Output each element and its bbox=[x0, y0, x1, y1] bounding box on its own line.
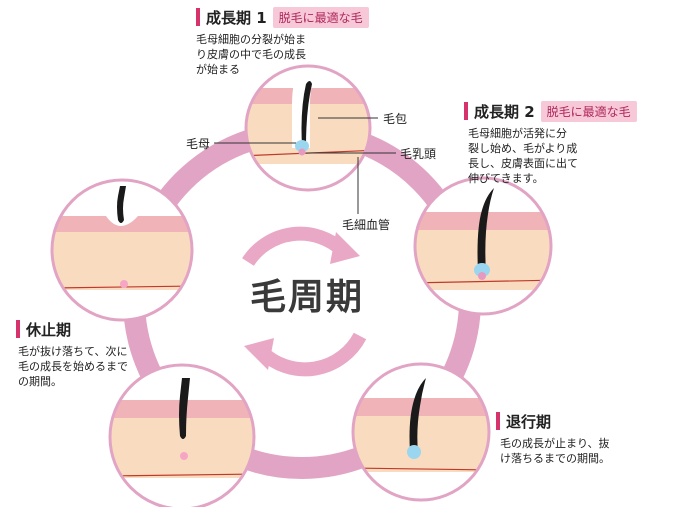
label-hair-matrix: 毛母 bbox=[186, 137, 211, 151]
stage-anagen1-badge: 脱毛に最適な毛 bbox=[272, 6, 369, 28]
stage-telogen-desc: 毛が抜け落ちて、次に 毛の成長を始めるまで の期間。 bbox=[18, 345, 128, 388]
stage-marker bbox=[16, 320, 20, 338]
stage-anagen2-title: 成長期 2 bbox=[474, 102, 535, 121]
stage-anagen1-header: 成長期 1 脱毛に最適な毛 bbox=[196, 6, 369, 28]
stage-marker bbox=[464, 102, 468, 120]
stage-anagen2-desc: 毛母細胞が活発に分 裂し始め、毛がより成 長し、皮膚表面に出て 伸びてきます。 bbox=[468, 127, 578, 185]
skin-panel-telogen-late bbox=[110, 365, 254, 507]
stage-anagen1-title: 成長期 1 bbox=[206, 8, 267, 27]
skin-panel-anagen2 bbox=[415, 178, 551, 314]
stage-catagen-desc: 毛の成長が止まり、抜 け落ちるまでの期間。 bbox=[500, 437, 610, 465]
skin-panel-anagen1 bbox=[246, 66, 370, 190]
skin-panel-telogen bbox=[52, 180, 192, 320]
stage-telogen-title: 休止期 bbox=[26, 320, 72, 339]
stage-marker bbox=[196, 8, 200, 26]
center-title: 毛周期 bbox=[250, 277, 365, 318]
stage-anagen2-header: 成長期 2 脱毛に最適な毛 bbox=[464, 100, 637, 122]
stage-telogen-header: 休止期 bbox=[16, 318, 77, 340]
label-dermal-papilla: 毛乳頭 bbox=[400, 147, 437, 161]
stage-catagen-header: 退行期 bbox=[496, 410, 557, 432]
stage-catagen-title: 退行期 bbox=[506, 412, 552, 431]
label-hair-follicle: 毛包 bbox=[383, 112, 408, 126]
stage-marker bbox=[496, 412, 500, 430]
skin-panel-catagen bbox=[353, 364, 489, 500]
stage-anagen2-badge: 脱毛に最適な毛 bbox=[540, 100, 637, 122]
label-capillary: 毛細血管 bbox=[342, 218, 391, 232]
arrow-head-top bbox=[330, 232, 360, 264]
cycle-arrows-icon bbox=[242, 226, 367, 377]
arrow-head-bottom bbox=[244, 338, 274, 370]
stage-anagen1-desc: 毛母細胞の分裂が始ま り皮膚の中で毛の成長 が始まる bbox=[196, 33, 306, 76]
